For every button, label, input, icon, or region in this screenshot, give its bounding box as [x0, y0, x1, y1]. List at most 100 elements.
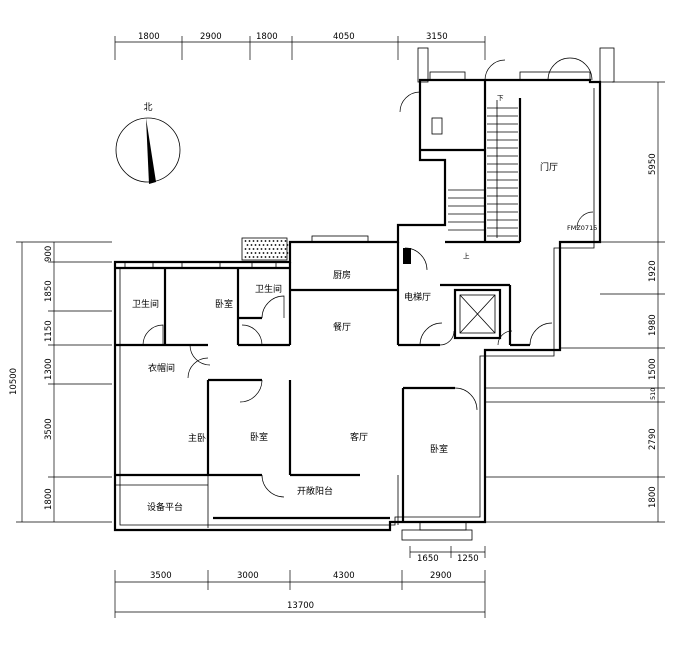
shaft-hatch-dot: [276, 248, 279, 250]
dim-bottom-3: 4300: [333, 571, 355, 581]
room-labels: 卫生间 卧室 卫生间 厨房 电梯厅 门厅 餐厅 衣帽间 主卧 卧室 客厅 卧室 …: [132, 161, 597, 513]
dim-top-4: 4050: [333, 32, 355, 42]
shaft-hatch-dot: [266, 244, 269, 246]
shaft-hatch-dot: [270, 244, 273, 246]
dim-top-1: 1800: [138, 32, 160, 42]
shaft-hatch-dot: [252, 248, 255, 250]
room-bedroom-right: 卧室: [430, 443, 448, 455]
dim-top-3: 1800: [256, 32, 278, 42]
room-bedroom-top: 卧室: [215, 298, 233, 310]
shaft-hatch-dot: [272, 256, 275, 258]
dim-bottom-2: 3000: [237, 571, 259, 581]
shaft-hatch-dot: [262, 252, 265, 254]
door-tag: FMZ0715: [567, 224, 597, 232]
dim-bay-1: 1650: [417, 554, 439, 564]
shaft-hatch-dot: [268, 240, 271, 242]
shaft-hatch-dot: [258, 244, 261, 246]
shaft-hatch-dot: [262, 244, 265, 246]
shaft-hatch-dot: [272, 240, 275, 242]
dim-left-3: 1150: [44, 320, 54, 342]
shaft-hatch-dot: [284, 256, 287, 258]
shaft-hatch-dot: [268, 248, 271, 250]
shaft-hatch-dot: [252, 256, 255, 258]
shaft-hatch-dot: [260, 256, 263, 258]
shaft-hatch-dot: [258, 252, 261, 254]
shaft-hatch-dot: [246, 244, 249, 246]
shaft-hatch-dot: [280, 240, 283, 242]
bottom-dimensions: 3500 3000 4300 2900 13700 1650 1250: [114, 546, 486, 618]
dim-top-2: 2900: [200, 32, 222, 42]
stairs: 下 上: [448, 94, 518, 260]
shaft-hatch-dot: [278, 252, 281, 254]
room-foyer: 门厅: [540, 161, 558, 173]
shaft-hatch-dot: [286, 244, 289, 246]
dim-bottom-4: 2900: [430, 571, 452, 581]
shaft-hatch-dot: [274, 244, 277, 246]
shaft-hatch-dot: [248, 240, 251, 242]
north-compass: 北: [115, 102, 181, 184]
room-master: 主卧: [188, 432, 206, 444]
room-cloakroom: 衣帽间: [148, 362, 175, 374]
shaft-hatch-dot: [244, 240, 247, 242]
room-equipment: 设备平台: [147, 501, 183, 513]
shaft-hatch-dot: [264, 240, 267, 242]
shaft-hatch-dot: [282, 252, 285, 254]
walls: [113, 78, 602, 532]
shaft-hatch-dot: [256, 248, 259, 250]
right-dimensions: 5950 1920 1980 1500 510 2790 1800: [485, 81, 665, 523]
shaft-hatch-dot: [254, 252, 257, 254]
dim-bay-2: 1250: [457, 554, 479, 564]
shaft-hatch-dot: [270, 252, 273, 254]
dim-left-total: 10500: [9, 368, 19, 395]
hydrant-icon: [403, 248, 411, 264]
dim-left-2: 1850: [44, 280, 54, 302]
shaft-hatch-dot: [244, 256, 247, 258]
stair-up-label: 上: [463, 251, 470, 260]
room-bath-2: 卫生间: [255, 283, 282, 295]
shaft-hatch-dot: [274, 252, 277, 254]
shaft-hatch-dot: [278, 244, 281, 246]
shaft-hatch-dot: [286, 252, 289, 254]
doors: [142, 57, 594, 498]
shaft-hatch-dot: [260, 248, 263, 250]
shaft-hatch-dot: [256, 240, 259, 242]
shaft-hatch-dot: [284, 240, 287, 242]
room-bedroom-mid: 卧室: [250, 431, 268, 443]
dim-left-1: 900: [44, 246, 54, 262]
shaft-hatch-dot: [266, 252, 269, 254]
dim-right-7: 1800: [648, 486, 658, 508]
north-label: 北: [143, 102, 152, 113]
shaft-hatch-dot: [248, 248, 251, 250]
elevator-shaft: [453, 288, 502, 340]
dim-top-5: 3150: [426, 32, 448, 42]
equipment-shaft: [241, 237, 288, 261]
dim-bottom-total: 13700: [287, 601, 314, 611]
room-kitchen: 厨房: [333, 269, 351, 281]
dim-right-6: 2790: [648, 428, 658, 450]
room-dining: 餐厅: [333, 321, 351, 333]
compass-circle: [115, 117, 181, 183]
dim-left-6: 1800: [44, 488, 54, 510]
shaft-hatch-dot: [248, 256, 251, 258]
shaft-hatch-dot: [250, 252, 253, 254]
meter-box: [431, 117, 443, 135]
room-balcony: 开敞阳台: [297, 485, 333, 497]
shaft-hatch-dot: [256, 256, 259, 258]
windows: [124, 47, 615, 541]
dim-right-1: 5950: [648, 153, 658, 175]
shaft-hatch-dot: [282, 244, 285, 246]
shaft-hatch-dot: [254, 244, 257, 246]
dim-right-4: 1500: [648, 358, 658, 380]
shaft-hatch-dot: [260, 240, 263, 242]
shaft-hatch-dot: [244, 248, 247, 250]
dim-left-4: 1300: [44, 358, 54, 380]
room-bath-1: 卫生间: [132, 298, 159, 310]
shaft-hatch-dot: [250, 244, 253, 246]
shaft-hatch-dot: [276, 256, 279, 258]
stair-down-label: 下: [497, 94, 504, 102]
room-elevator-hall: 电梯厅: [404, 291, 431, 303]
shaft-hatch-dot: [280, 248, 283, 250]
north-arrow-icon: [146, 118, 156, 184]
room-living: 客厅: [350, 431, 368, 443]
